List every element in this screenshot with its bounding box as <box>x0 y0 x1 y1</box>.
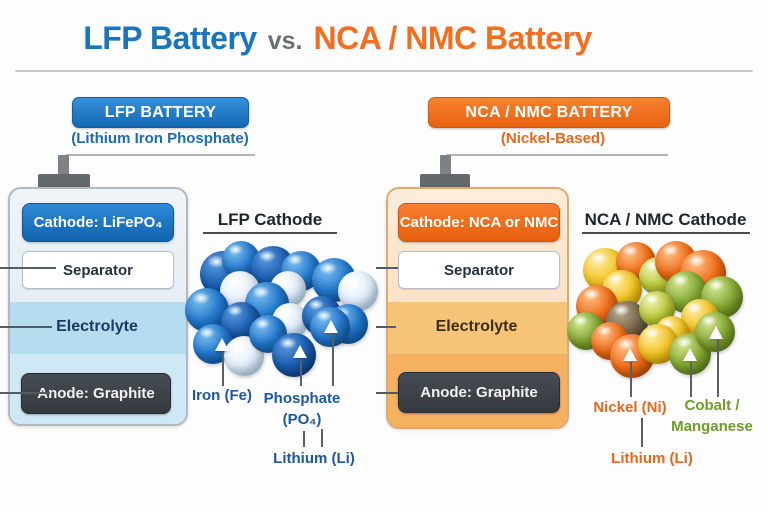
cobalt-label: Cobalt / <box>684 397 740 414</box>
orange-atom-sphere <box>680 250 726 296</box>
orange-atom-sphere <box>655 241 697 283</box>
pointer-stem <box>222 352 224 386</box>
nmc-cathode-heading: NCA / NMC Cathode <box>584 210 747 229</box>
pointer-stem <box>300 359 302 386</box>
nmc-terminal-cap <box>420 174 470 188</box>
pointer-stem <box>303 431 305 447</box>
iron-label: Iron (Fe) <box>192 387 252 404</box>
blue-atom-sphere <box>281 251 321 291</box>
light-atom-sphere <box>224 336 264 376</box>
title-lfp: LFP Battery <box>83 20 257 56</box>
nmc-terminal-stem <box>440 155 451 176</box>
nmc-anode-pill: Anode: Graphite <box>398 372 560 413</box>
up-arrow-icon <box>293 345 307 358</box>
blue-atom-sphere <box>310 307 350 347</box>
light-atom-sphere <box>272 303 308 339</box>
nmc-battery-badge: NCA / NMC BATTERY <box>428 97 670 128</box>
light-atom-sphere <box>220 271 260 311</box>
green-atom-sphere <box>567 312 605 350</box>
nmc-electrolyte-leader-line <box>376 326 396 328</box>
lfp-callout-wire <box>66 154 255 156</box>
lfp-terminal-stem <box>58 155 69 176</box>
blue-atom-sphere <box>222 241 260 279</box>
orange-atom-sphere <box>591 322 629 360</box>
orange-atom-sphere <box>616 242 656 282</box>
navy-atom-sphere <box>200 251 246 297</box>
title-divider <box>15 70 753 72</box>
lfp-cathode-pill: Cathode: LiFePO₄ <box>22 203 174 242</box>
up-arrow-icon <box>215 338 229 351</box>
navy-atom-sphere <box>302 296 342 336</box>
light-atom-sphere <box>338 271 378 311</box>
lfp-terminal-cap <box>38 174 90 188</box>
orange-atom-sphere <box>576 285 618 327</box>
ygreen-atom-sphere <box>639 291 675 327</box>
lfp-separator-pill: Separator <box>22 251 174 289</box>
up-arrow-icon <box>683 348 697 361</box>
yellow-atom-sphere <box>638 324 678 364</box>
lfp-cathode-heading: LFP Cathode <box>217 210 323 229</box>
pointer-stem <box>630 362 632 397</box>
lfp-subtitle: (Lithium Iron Phosphate) <box>71 130 249 147</box>
nmc-cathode-underline <box>582 232 750 234</box>
lfp-electrolyte-label: Electrolyte <box>56 318 138 335</box>
blue-atom-sphere <box>185 288 229 332</box>
green-atom-sphere <box>669 333 711 375</box>
navy-atom-sphere <box>221 302 261 342</box>
nmc-electrolyte-band <box>388 302 567 354</box>
pointer-stem <box>641 418 643 447</box>
yellow-atom-sphere <box>602 270 642 310</box>
page-title: LFP Battery vs. NCA / NMC Battery <box>30 20 645 57</box>
light-atom-sphere <box>270 271 306 307</box>
yellow-atom-sphere <box>681 299 719 337</box>
nmc-electrolyte-label: Electrolyte <box>435 318 518 335</box>
pointer-stem <box>717 340 719 397</box>
navy-atom-sphere <box>251 246 295 290</box>
green-atom-sphere <box>695 312 735 352</box>
up-arrow-icon <box>623 348 637 361</box>
lfp-electrolyte-leader-line <box>0 326 52 328</box>
lfp-electrolyte-band <box>10 302 186 354</box>
pointer-stem <box>321 429 323 447</box>
lfp-anode-leader-line <box>0 392 50 394</box>
orange-atom-sphere <box>610 334 654 378</box>
nmc-cathode-pill: Cathode: NCA or NMC <box>398 203 560 242</box>
pointer-stem <box>690 362 692 397</box>
title-vs: vs. <box>267 27 303 55</box>
nmc-anode-leader-line <box>376 392 398 394</box>
nmc-callout-wire <box>447 154 668 156</box>
green-atom-sphere <box>665 271 707 313</box>
phosphate-formula-label: (PO₄) <box>282 411 322 428</box>
nmc-separator-leader-line <box>376 267 398 269</box>
navy-atom-sphere <box>272 333 316 377</box>
phosphate-label: Phosphate <box>263 390 341 407</box>
yellow-atom-sphere <box>583 248 627 292</box>
title-nca-nmc: NCA / NMC Battery <box>313 20 592 56</box>
up-arrow-icon <box>324 320 338 333</box>
pointer-stem <box>332 334 334 386</box>
up-arrow-icon <box>709 326 723 339</box>
blue-atom-sphere <box>245 282 289 326</box>
manganese-label: Manganese <box>671 418 753 435</box>
blue-atom-sphere <box>193 324 233 364</box>
nmc-separator-pill: Separator <box>398 251 560 289</box>
blue-atom-sphere <box>328 304 368 344</box>
blue-atom-sphere <box>249 315 287 353</box>
ygreen-atom-sphere <box>639 257 677 295</box>
blue-atom-sphere <box>312 258 356 302</box>
green-atom-sphere <box>701 276 743 318</box>
lithium-label-nmc: Lithium (Li) <box>611 450 693 467</box>
lfp-separator-leader-line <box>0 267 56 269</box>
nickel-label: Nickel (Ni) <box>593 399 667 416</box>
lithium-label-lfp: Lithium (Li) <box>273 450 355 467</box>
lfp-battery-badge: LFP BATTERY <box>72 97 249 128</box>
nmc-subtitle: (Nickel-Based) <box>500 130 606 147</box>
yellow-atom-sphere <box>655 316 689 350</box>
brown-atom-sphere <box>606 301 648 343</box>
lfp-cathode-underline <box>203 232 337 234</box>
